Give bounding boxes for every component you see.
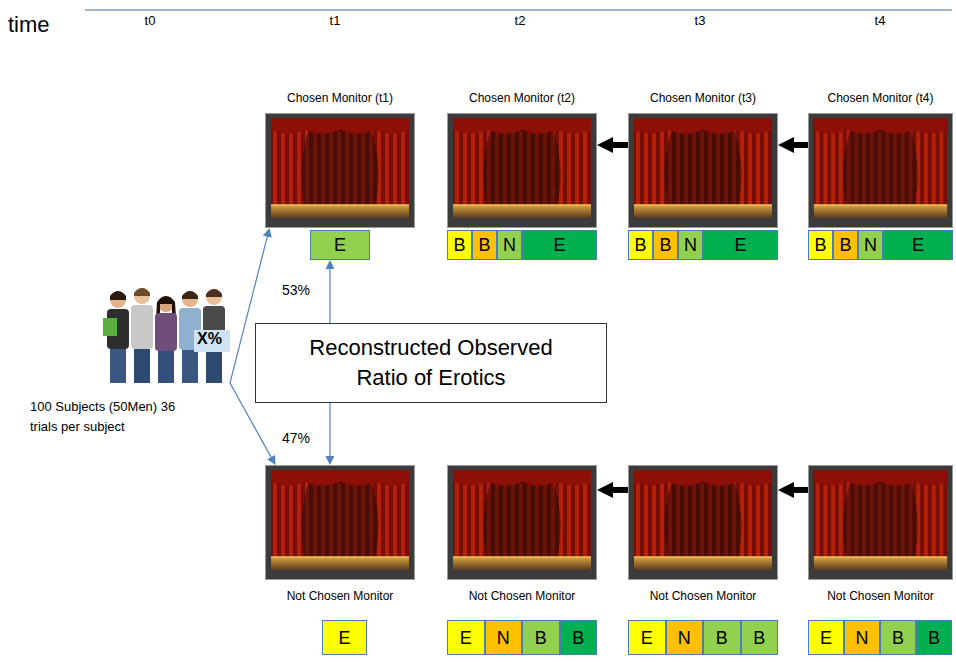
stage-screen bbox=[447, 465, 597, 580]
ratio-cell: B bbox=[880, 620, 916, 655]
ratio-cell: B bbox=[703, 620, 741, 655]
stage-screen bbox=[808, 465, 953, 580]
ratio-cell: N bbox=[678, 230, 703, 260]
cell-letter: E bbox=[641, 629, 653, 647]
ratio-cell: N bbox=[497, 230, 522, 260]
ratio-cell: B bbox=[808, 230, 833, 260]
ratio-cell: B bbox=[741, 620, 779, 655]
monitor-node: Chosen Monitor (t3) bbox=[628, 88, 778, 228]
monitor-node: Not Chosen Monitor bbox=[808, 465, 953, 610]
ratio-cell: B bbox=[472, 230, 497, 260]
monitor-screens bbox=[265, 113, 953, 580]
monitor-node: Chosen Monitor (t1) bbox=[265, 88, 415, 228]
monitor-title: Not Chosen Monitor bbox=[827, 588, 934, 604]
ratio-cell: N bbox=[858, 230, 883, 260]
ratio-cell: E bbox=[628, 620, 666, 655]
percent-label: 53% bbox=[280, 282, 312, 298]
cell-letter: E bbox=[912, 236, 924, 254]
cell-letter: B bbox=[535, 629, 547, 647]
cell-letter: E bbox=[820, 629, 832, 647]
ratio-cell: B bbox=[916, 620, 952, 655]
ratio-cell: N bbox=[666, 620, 704, 655]
monitor-title: Not Chosen Monitor bbox=[650, 588, 757, 604]
cell-letter: B bbox=[478, 236, 490, 254]
time-tick: t2 bbox=[515, 13, 526, 28]
ratio-cell: B bbox=[653, 230, 678, 260]
monitor-node: Not Chosen Monitor bbox=[265, 465, 415, 610]
ratio-cell: B bbox=[628, 230, 653, 260]
subjects-note: 100 Subjects (50Men) 36 trials per subje… bbox=[30, 397, 178, 437]
cell-letter: E bbox=[460, 629, 472, 647]
cell-letter: E bbox=[338, 629, 350, 647]
stage-screen bbox=[628, 465, 778, 580]
cell-letter: N bbox=[497, 629, 510, 647]
cell-letter: B bbox=[892, 629, 904, 647]
stage-screen bbox=[808, 113, 953, 228]
block-arrow bbox=[794, 142, 808, 148]
box-label: Reconstructed Observed Ratio of Erotics bbox=[296, 333, 566, 393]
cell-letter: N bbox=[503, 236, 516, 254]
monitor-node: Chosen Monitor (t4) bbox=[808, 88, 953, 228]
ratio-cell: B bbox=[833, 230, 858, 260]
ratio-cell: E bbox=[322, 620, 367, 655]
time-tick: t4 bbox=[875, 13, 886, 28]
time-tick: t1 bbox=[330, 13, 341, 28]
monitor-title: Chosen Monitor (t1) bbox=[287, 90, 393, 106]
ratio-cell: E bbox=[703, 230, 778, 260]
time-tick: t0 bbox=[145, 13, 156, 28]
monitor-title: Chosen Monitor (t2) bbox=[469, 90, 575, 106]
monitor-title: Chosen Monitor (t3) bbox=[650, 90, 756, 106]
subjects-group: X% 100 Subjects (50Men) 36 trials per sub… bbox=[25, 280, 235, 435]
monitor-node: Not Chosen Monitor bbox=[447, 465, 597, 610]
cell-letter: B bbox=[572, 629, 584, 647]
cell-letter: B bbox=[814, 236, 826, 254]
monitor-title: Chosen Monitor (t4) bbox=[827, 90, 933, 106]
percent-label: 47% bbox=[280, 430, 312, 446]
cell-letter: E bbox=[734, 236, 746, 254]
ratio-cell: N bbox=[844, 620, 880, 655]
block-arrow bbox=[794, 487, 808, 493]
cell-letter: B bbox=[634, 236, 646, 254]
ratio-cell: E bbox=[883, 230, 953, 260]
cell-letter: E bbox=[334, 236, 346, 254]
ratio-cell: E bbox=[522, 230, 597, 260]
time-axis bbox=[85, 9, 952, 10]
monitor-node: Chosen Monitor (t2) bbox=[447, 88, 597, 228]
cell-letter: B bbox=[753, 629, 765, 647]
monitor-title: Not Chosen Monitor bbox=[469, 588, 576, 604]
ratio-cell: E bbox=[447, 620, 485, 655]
cell-letter: B bbox=[839, 236, 851, 254]
stage-screen bbox=[628, 113, 778, 228]
cell-letter: B bbox=[453, 236, 465, 254]
stage-screen bbox=[265, 465, 415, 580]
connector-arrow bbox=[329, 403, 330, 456]
block-arrow bbox=[613, 487, 628, 493]
ratio-cell: E bbox=[808, 620, 844, 655]
cell-letter: B bbox=[659, 236, 671, 254]
monitor-title: Not Chosen Monitor bbox=[287, 588, 394, 604]
connector-arrow bbox=[329, 269, 330, 323]
cell-letter: N bbox=[684, 236, 697, 254]
cell-letter: B bbox=[716, 629, 728, 647]
time-tick: t3 bbox=[695, 13, 706, 28]
percent-mark: X% bbox=[197, 330, 222, 348]
ratio-cell: B bbox=[447, 230, 472, 260]
cell-letter: N bbox=[864, 236, 877, 254]
ratio-cell: N bbox=[485, 620, 523, 655]
cell-letter: E bbox=[553, 236, 565, 254]
process-box: Reconstructed Observed Ratio of Erotics bbox=[255, 323, 607, 403]
cell-letter: N bbox=[678, 629, 691, 647]
ratio-cell: B bbox=[560, 620, 598, 655]
block-arrow bbox=[613, 142, 628, 148]
ratio-cell: B bbox=[522, 620, 560, 655]
ratio-cell: E bbox=[310, 230, 370, 260]
stage-screen bbox=[265, 113, 415, 228]
monitor-node: Not Chosen Monitor bbox=[628, 465, 778, 610]
axis-title: time bbox=[8, 12, 50, 38]
stage-screen bbox=[447, 113, 597, 228]
cell-letter: N bbox=[856, 629, 869, 647]
cell-letter: B bbox=[928, 629, 940, 647]
students-picture bbox=[100, 285, 230, 383]
